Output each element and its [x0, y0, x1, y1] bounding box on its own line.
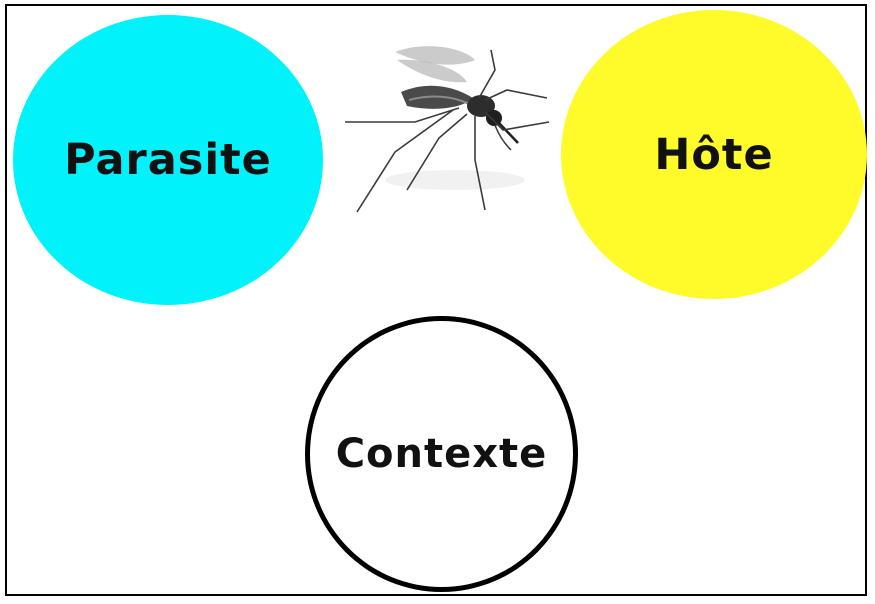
parasite-circle: Parasite	[13, 15, 323, 305]
context-label: Contexte	[336, 431, 548, 477]
parasite-label: Parasite	[64, 135, 272, 185]
host-circle: Hôte	[561, 10, 867, 299]
context-circle: Contexte	[305, 316, 578, 592]
mosquito-icon	[335, 40, 560, 225]
host-label: Hôte	[654, 130, 773, 180]
